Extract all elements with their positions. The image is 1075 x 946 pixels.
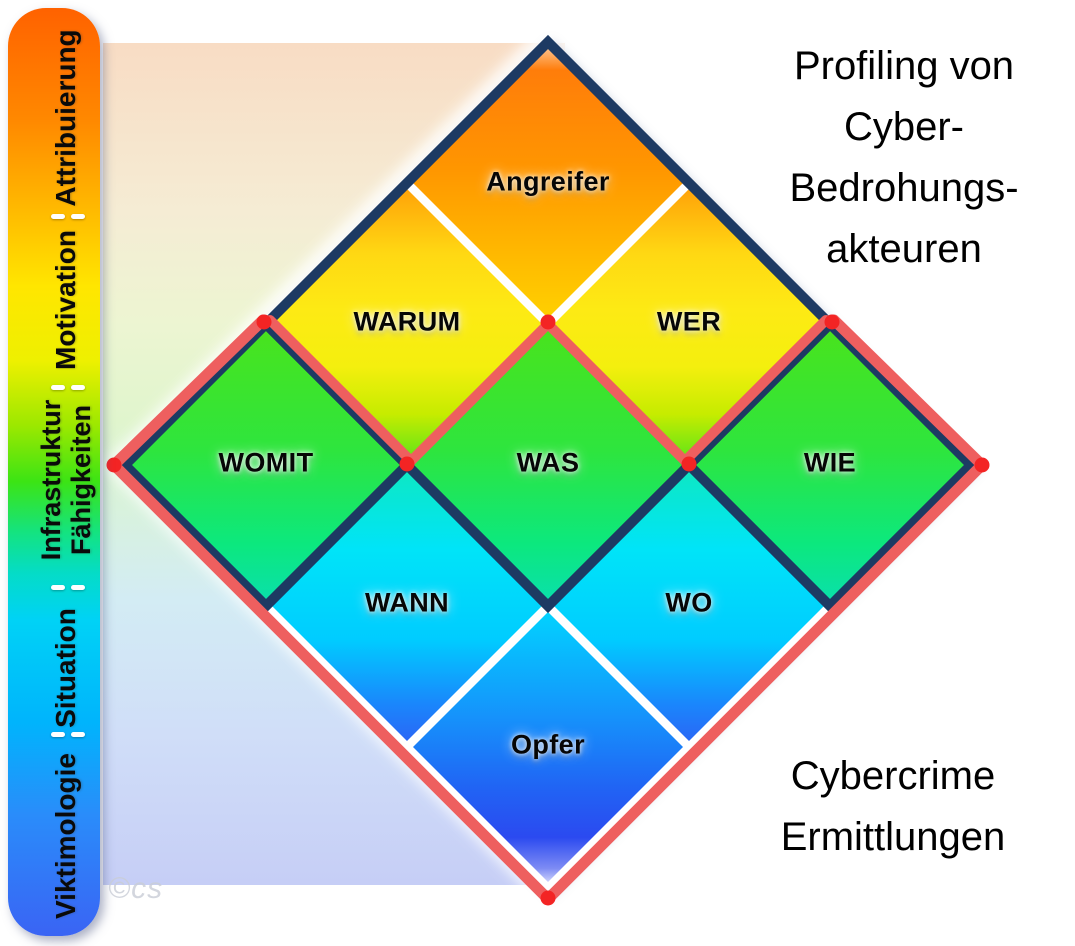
legend-bar: Attribuierung Motivation Infrastruktur F… xyxy=(8,8,100,936)
title-line: Ermittlungen xyxy=(780,815,1006,859)
separator-dash xyxy=(51,732,65,737)
red-dot xyxy=(681,456,697,472)
bar-label-situation: Situation xyxy=(50,608,81,728)
navy-outline-profiling-scope xyxy=(117,34,979,614)
red-dot xyxy=(540,314,556,330)
bar-separator xyxy=(51,585,85,590)
red-corner-dots xyxy=(106,314,990,906)
title-cybercrime: Cybercrime Ermittlungen xyxy=(726,746,1060,868)
separator-dash xyxy=(51,585,65,590)
separator-dash xyxy=(71,385,85,390)
bar-separator xyxy=(51,385,85,390)
cell-label-angreifer: Angreifer xyxy=(486,166,610,197)
cell-label-wo: WO xyxy=(665,587,713,618)
bar-label-line: Infrastruktur xyxy=(36,399,66,561)
bar-label-line: Fähigkeiten xyxy=(66,404,96,556)
cell-label-wie: WIE xyxy=(803,447,857,478)
separator-dash xyxy=(51,385,65,390)
red-dot xyxy=(824,314,840,330)
bar-label-attribuierung: Attribuierung xyxy=(50,29,81,207)
navy-outline-wie xyxy=(681,316,979,614)
cell-polygon-opfer xyxy=(413,612,683,882)
red-dot xyxy=(399,456,415,472)
separator-dash xyxy=(51,214,65,219)
cell-label-wann: WANN xyxy=(364,587,450,618)
bar-label-motivation: Motivation xyxy=(50,230,81,370)
navy-outline-womit xyxy=(117,316,415,614)
separator-dash xyxy=(71,585,85,590)
red-dot xyxy=(256,314,272,330)
title-line: Profiling von xyxy=(793,44,1015,88)
title-line: Cyber- xyxy=(843,105,965,149)
red-dot xyxy=(540,890,556,906)
cell-label-was: WAS xyxy=(516,447,580,478)
watermark: ©cs xyxy=(108,872,164,905)
separator-dash xyxy=(71,214,85,219)
red-dot xyxy=(974,457,990,473)
bar-label-infrastruktur-faehigkeiten: Infrastruktur Fähigkeiten xyxy=(36,400,96,561)
title-line: akteuren xyxy=(826,227,982,271)
cell-label-warum: WARUM xyxy=(353,306,461,337)
bar-label-viktimologie: Viktimologie xyxy=(50,753,81,919)
title-line: Bedrohungs- xyxy=(789,166,1019,210)
title-profiling: Profiling von Cyber- Bedrohungs- akteure… xyxy=(738,36,1070,280)
separator-dash xyxy=(71,732,85,737)
cell-label-womit: WOMIT xyxy=(218,447,314,478)
red-dot xyxy=(106,457,122,473)
cell-label-wer: WER xyxy=(656,306,722,337)
bar-separator xyxy=(51,732,85,737)
title-line: Cybercrime xyxy=(790,754,996,798)
cell-label-opfer: Opfer xyxy=(510,729,586,760)
bar-separator xyxy=(51,214,85,219)
navy-outline-block xyxy=(258,34,838,614)
